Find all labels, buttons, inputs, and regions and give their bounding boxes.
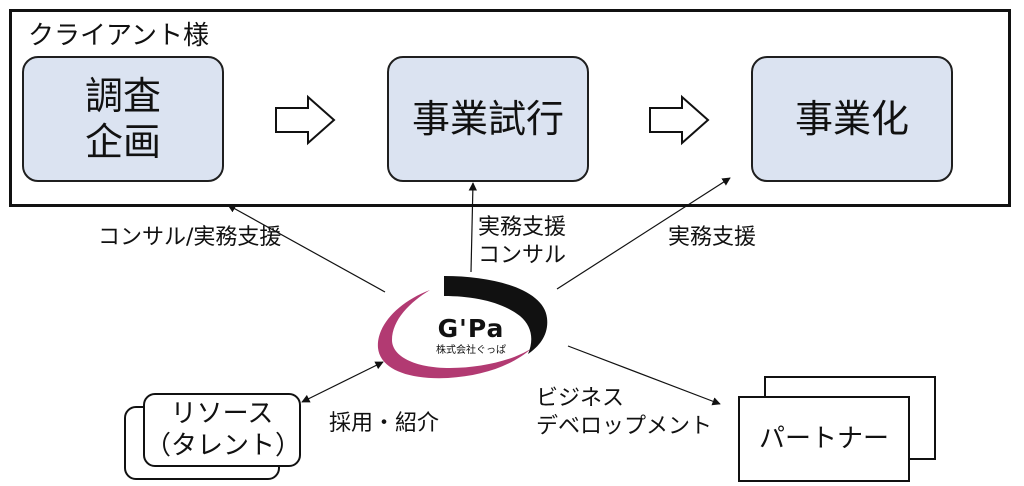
- stage-label: 調査 企画: [84, 74, 161, 164]
- company-logo: [377, 276, 548, 379]
- edge-label-resource: 採用・紹介: [329, 411, 440, 436]
- connector-to-commercialization: [556, 177, 731, 290]
- client-title: クライアント様: [28, 21, 209, 51]
- stage-business-trial: 事業試行: [387, 56, 589, 182]
- stage-research-planning: 調査 企画: [22, 56, 224, 182]
- edge-label-consul-left: コンサル/実務支援: [98, 225, 282, 250]
- edge-label-right: 実務支援: [668, 225, 757, 250]
- connector-resource: [301, 361, 384, 403]
- partner-label: パートナー: [758, 424, 889, 454]
- stage-commercialization: 事業化: [751, 56, 953, 182]
- resource-card: リソース （タレント）: [143, 393, 301, 467]
- logo-company: 株式会社ぐっぱ: [436, 345, 506, 356]
- partner-box: パートナー: [738, 396, 910, 482]
- resource-label: リソース （タレント）: [145, 399, 302, 461]
- stage-label: 事業試行: [411, 97, 564, 141]
- logo-arc-icon: [444, 276, 548, 354]
- connector-to-trial: [468, 182, 478, 273]
- edge-label-partner: ビジネス デベロップメント: [536, 386, 713, 439]
- flow-arrow-icon: [649, 94, 710, 146]
- logo-brand: G'Pa: [437, 314, 505, 343]
- stage-label: 事業化: [794, 97, 909, 141]
- flow-arrow-icon: [275, 94, 336, 146]
- client-frame: クライアント様: [9, 9, 1011, 207]
- edge-label-center: 実務支援 コンサル: [478, 215, 567, 268]
- connector-partner: [567, 345, 721, 406]
- connector-to-research: [227, 204, 386, 293]
